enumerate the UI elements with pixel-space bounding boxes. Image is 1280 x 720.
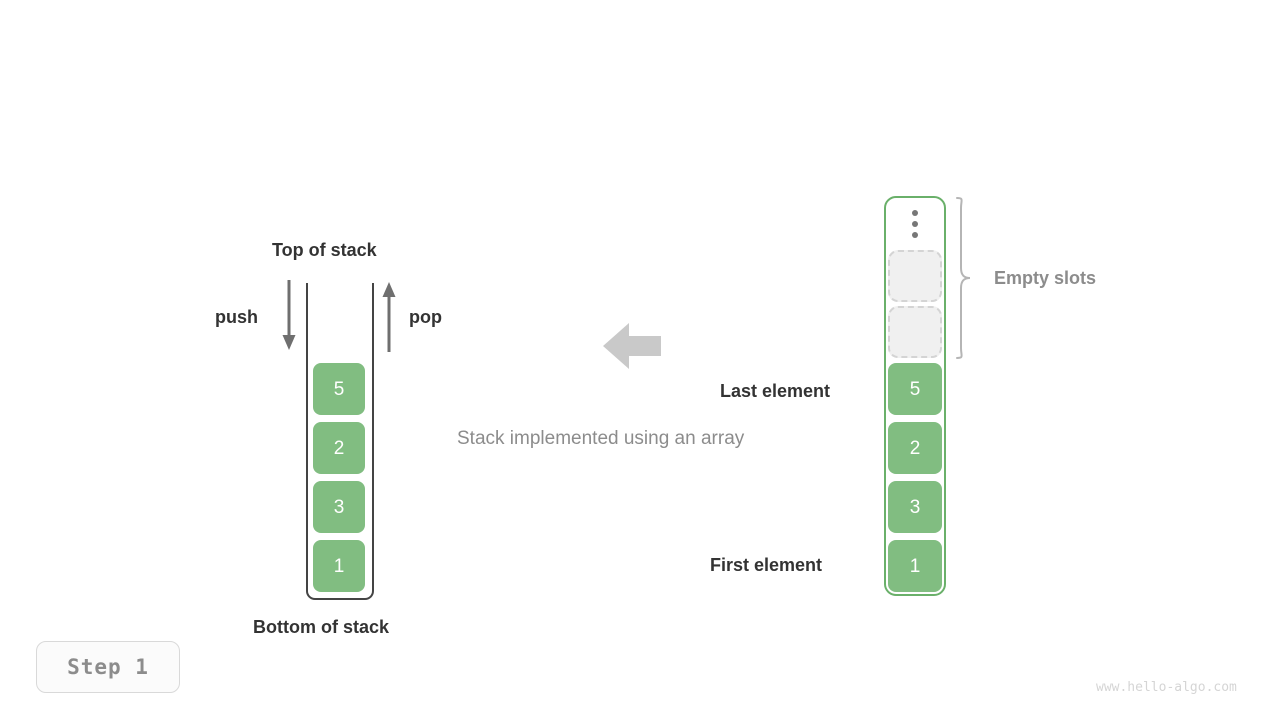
array-empty-slot: [888, 250, 942, 302]
push-label: push: [215, 307, 258, 327]
stack-cell: 3: [313, 481, 365, 533]
watermark: www.hello-algo.com: [1096, 680, 1237, 695]
array-cell: 3: [888, 481, 942, 533]
empty-slots-label: Empty slots: [994, 268, 1097, 288]
vertical-ellipsis-icon: [911, 210, 919, 238]
bottom-of-stack-label: Bottom of stack: [253, 617, 390, 637]
diagram-caption: Stack implemented using an array: [457, 428, 745, 449]
stack-cell: 1: [313, 540, 365, 592]
stack-cell-value: 3: [313, 481, 365, 533]
stack-cell: 2: [313, 422, 365, 474]
arrow-left-icon: [603, 323, 661, 369]
array-cell: 5: [888, 363, 942, 415]
last-element-label: Last element: [720, 381, 831, 401]
array-container: [884, 196, 946, 596]
array-empty-slot: [888, 306, 942, 358]
stack-right-wall: [372, 283, 374, 588]
step-badge[interactable]: Step 1: [36, 641, 180, 693]
stack-left-wall: [306, 283, 308, 588]
top-of-stack-label: Top of stack: [272, 240, 377, 260]
stack-bottom-wall: [306, 568, 374, 600]
stack-cell-value: 2: [313, 422, 365, 474]
array-cell: 1: [888, 540, 942, 592]
pop-arrow-icon: [382, 282, 396, 352]
stack-cell-value: 1: [313, 540, 365, 592]
curly-brace-icon: [956, 197, 971, 359]
first-element-label: First element: [710, 555, 823, 575]
array-cell: 2: [888, 422, 942, 474]
stack-cell: 5: [313, 363, 365, 415]
push-arrow-icon: [282, 280, 296, 350]
stack-cell-value: 5: [313, 363, 365, 415]
pop-label: pop: [409, 307, 442, 327]
